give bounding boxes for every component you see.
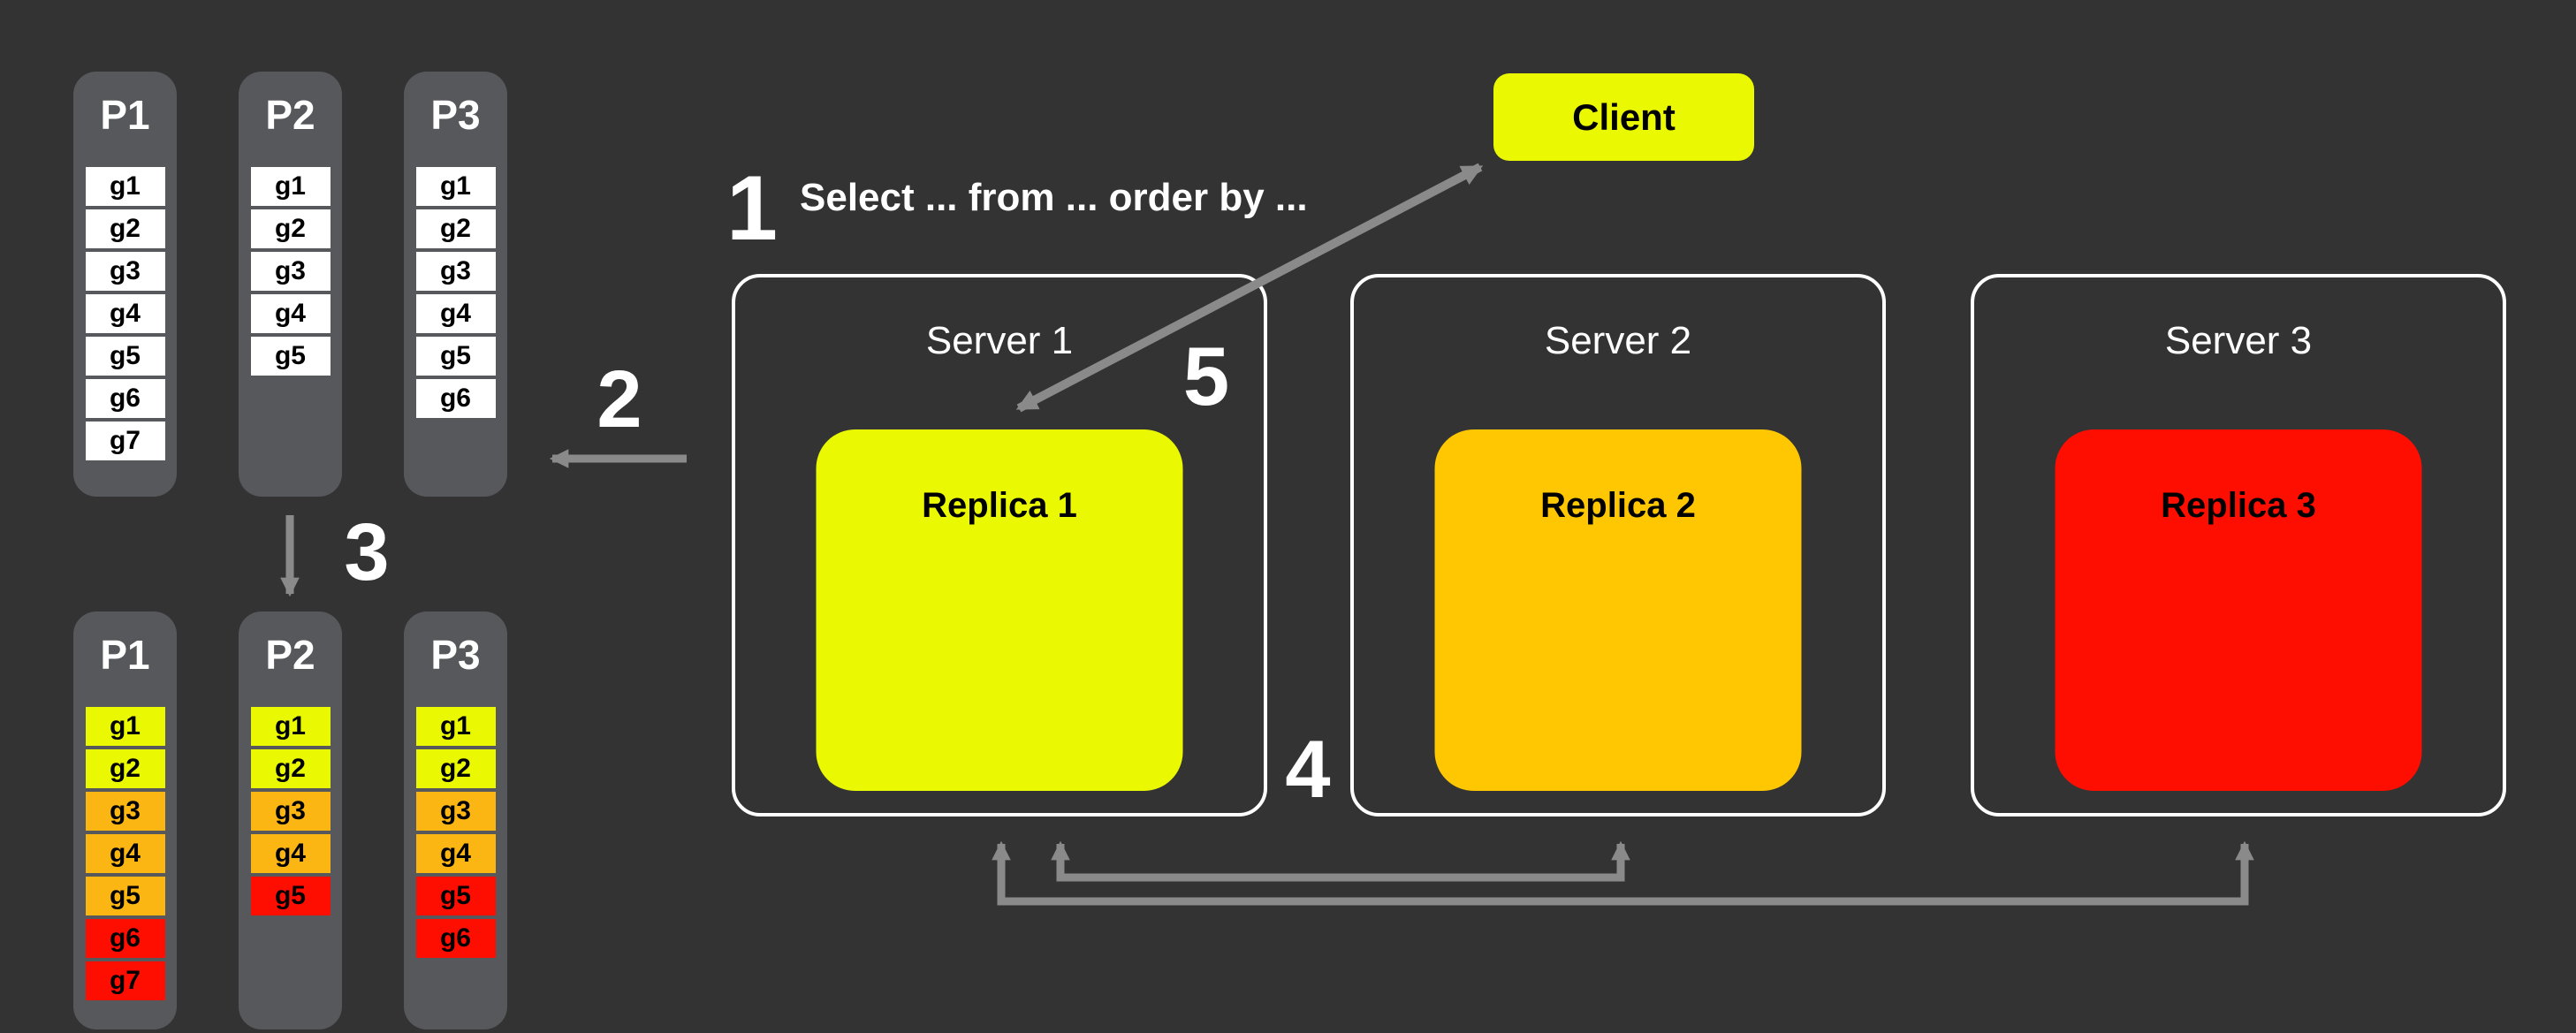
group-box: g6 (415, 379, 496, 418)
partition-title: P2 (265, 92, 315, 138)
partition-title: P3 (430, 92, 481, 138)
partition-title: P2 (265, 632, 315, 678)
group-box: g2 (415, 749, 496, 788)
group-box: g3 (85, 252, 165, 291)
replica-3-label: Replica 3 (2161, 486, 2316, 525)
group-box: g3 (415, 252, 496, 291)
server-3: Server 3 Replica 3 (1971, 274, 2506, 817)
group-box: g5 (85, 337, 165, 376)
partition-title: P3 (430, 632, 481, 678)
group-box: g7 (85, 422, 165, 460)
group-box: g2 (85, 749, 165, 788)
replica-2-label: Replica 2 (1540, 486, 1696, 525)
group-box: g4 (415, 294, 496, 333)
group-box: g4 (250, 834, 331, 873)
group-box: g5 (415, 337, 496, 376)
step-4-number: 4 (1285, 725, 1331, 815)
group-box: g3 (250, 792, 331, 831)
group-box: g5 (85, 877, 165, 915)
group-box: g2 (250, 209, 331, 248)
client-label: Client (1572, 95, 1676, 138)
group-box: g5 (415, 877, 496, 915)
group-box: g1 (250, 707, 331, 746)
group-box: g1 (250, 167, 331, 206)
step-2-number: 2 (597, 354, 642, 444)
group-box: g2 (250, 749, 331, 788)
group-box: g1 (415, 167, 496, 206)
client-node: Client (1493, 73, 1754, 161)
step-1-number: 1 (726, 157, 778, 260)
group-box: g4 (250, 294, 331, 333)
group-box: g6 (85, 919, 165, 958)
group-box: g2 (415, 209, 496, 248)
server-2: Server 2 Replica 2 (1350, 274, 1886, 817)
group-box: g3 (250, 252, 331, 291)
step-1-query-text: Select ... from ... order by ... (800, 176, 1308, 219)
server-1: Server 1 Replica 1 (732, 274, 1267, 817)
group-box: g4 (85, 294, 165, 333)
group-box: g5 (250, 877, 331, 915)
group-box: g4 (415, 834, 496, 873)
replication-arrow-server1-server3 (992, 840, 2254, 906)
replica-1: Replica 1 (816, 429, 1183, 791)
group-box: g6 (85, 379, 165, 418)
group-box: g6 (415, 919, 496, 958)
step-5-number: 5 (1182, 330, 1230, 422)
replication-arrow-server1-server2 (1051, 840, 1630, 882)
group-box: g5 (250, 337, 331, 376)
group-box: g1 (415, 707, 496, 746)
group-box: g4 (85, 834, 165, 873)
group-box: g2 (85, 209, 165, 248)
group-box: g3 (415, 792, 496, 831)
group-box: g1 (85, 167, 165, 206)
server-2-title: Server 2 (1544, 319, 1692, 362)
replica-3: Replica 3 (2055, 429, 2422, 791)
step-3-number: 3 (344, 507, 390, 597)
replica-2: Replica 2 (1434, 429, 1802, 791)
server-3-title: Server 3 (2164, 319, 2313, 362)
partition-title: P1 (100, 92, 150, 138)
group-box: g7 (85, 961, 165, 1000)
group-box: g1 (85, 707, 165, 746)
partition-title: P1 (100, 632, 150, 678)
group-box: g3 (85, 792, 165, 831)
replica-1-label: Replica 1 (922, 486, 1077, 525)
